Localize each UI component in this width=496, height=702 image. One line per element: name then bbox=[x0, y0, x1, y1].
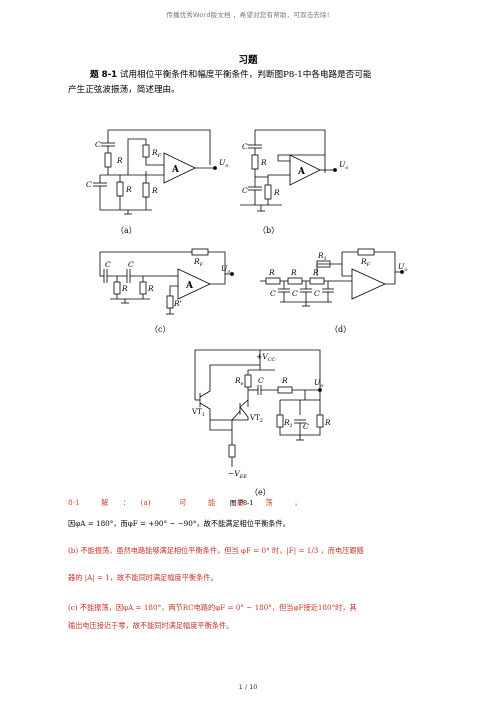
page-title: 习题 bbox=[238, 55, 258, 66]
circuit-d bbox=[260, 248, 404, 307]
problem-statement: 题 8-1 试用相位平衡条件和幅度平衡条件，判断图P8-1中各电路是否可能 产生… bbox=[68, 68, 432, 97]
circuit-d-C-1: C bbox=[270, 289, 276, 298]
circuit-d-Rf: RF bbox=[360, 257, 371, 268]
circuit-e-caption: （e） bbox=[250, 488, 271, 497]
circuit-d-R1: R1 bbox=[317, 251, 327, 262]
circuit-d-out: Uo bbox=[398, 262, 407, 273]
circuit-diagrams-cd: C C R R R' RF A Uo （c） R1 RF R R R C C C… bbox=[99, 248, 407, 334]
problem-text-line1: 试用相位平衡条件和幅度平衡条件，判断图P8-1中各电路是否可能 bbox=[119, 70, 372, 80]
circuit-e-R: R bbox=[281, 376, 288, 385]
circuit-b-C-bottom: C bbox=[242, 186, 248, 195]
circuit-a-R-ground: R bbox=[151, 186, 158, 195]
answer-a-body: 因φA = 180°，而φF = +90° ~ −90°，故不能满足相位平衡条件… bbox=[68, 519, 290, 528]
circuit-a-C-top: C bbox=[95, 140, 101, 149]
circuit-e-R1: R1 bbox=[283, 418, 293, 429]
page-number: 1 / 10 bbox=[238, 683, 258, 691]
circuit-c-caption: （c） bbox=[150, 325, 170, 334]
answer-b-line2: 器的 |A| = 1，故不能同时满足幅度平衡条件。 bbox=[68, 573, 218, 582]
circuit-a-C-bottom: C bbox=[86, 180, 92, 189]
circuit-e-vee: −VEE bbox=[228, 469, 247, 480]
circuit-e bbox=[194, 349, 324, 467]
problem-text-line2: 产生正弦波振荡，简述理由。 bbox=[68, 84, 180, 95]
circuit-b-amp: A bbox=[297, 167, 306, 177]
circuit-c-C-1: C bbox=[105, 260, 111, 269]
circuit-a-R-bottom: R bbox=[125, 185, 132, 194]
circuit-e-vcc: +VCC bbox=[256, 352, 276, 363]
problem-label: 题 8-1 bbox=[90, 70, 118, 80]
circuit-a-R-top: R bbox=[116, 156, 123, 165]
circuit-b-R-top: R bbox=[260, 158, 267, 167]
circuit-c-R-prime: R' bbox=[173, 299, 182, 308]
circuit-c-Rf: RF bbox=[193, 257, 204, 268]
circuit-d-R-2: R bbox=[290, 268, 297, 277]
circuit-d-C-2: C bbox=[292, 289, 298, 298]
circuit-e-Re: Re bbox=[234, 376, 244, 387]
circuit-d-C-3: C bbox=[314, 289, 320, 298]
circuit-d-R-1: R bbox=[268, 268, 275, 277]
circuit-b-C-top: C bbox=[242, 142, 248, 151]
circuit-e-vt1: VT1 bbox=[191, 408, 205, 418]
answer-c-line1: (c) 不能振荡，因φA = 180°，两节RC电路的φF = 0° ~ 180… bbox=[68, 603, 357, 612]
figure-label: 图 P8-1 bbox=[230, 499, 254, 507]
circuit-b-caption: （b） bbox=[258, 226, 279, 235]
circuit-b-R-bottom: R bbox=[273, 188, 280, 197]
circuit-d-caption: （d） bbox=[330, 325, 351, 334]
circuit-e-C: C bbox=[258, 376, 264, 385]
circuit-diagram-e: +VCC Re C R Uo VT1 VT2 R1 C R −VEE （e） bbox=[191, 349, 331, 497]
circuit-c-out: Uo bbox=[221, 264, 230, 275]
circuit-a bbox=[93, 129, 217, 215]
answer-a-head: 8-1 解 ： (a) 可 能 振 荡 ， bbox=[68, 498, 302, 507]
answer-b-line1: (b) 不能振荡，虽然电路能够满足相位平衡条件，但当 φF = 0° 时，|F|… bbox=[68, 546, 364, 555]
circuit-e-out: Uo bbox=[314, 378, 323, 389]
circuit-e-C-2: C bbox=[303, 422, 309, 431]
circuit-c-amp: A bbox=[185, 281, 194, 291]
page-header: 传播优秀Word版文档 ，希望对您有帮助，可双击去除! bbox=[166, 11, 330, 19]
circuit-a-out: Uo bbox=[219, 158, 228, 169]
circuit-a-Rf: RF bbox=[151, 148, 162, 159]
circuit-diagrams-ab: C R RF C R R A Uo （a） C R C R A Uo （b） bbox=[86, 129, 348, 235]
circuit-a-caption: （a） bbox=[116, 226, 137, 235]
circuit-e-R-2: R bbox=[324, 418, 331, 427]
circuit-a-amp: A bbox=[171, 165, 180, 175]
circuit-d-R-3: R bbox=[312, 268, 319, 277]
answer-c-line2: 输出电压接近于零，故不能同时满足幅度平衡条件。 bbox=[68, 621, 234, 630]
circuit-e-vt2: VT2 bbox=[249, 414, 263, 424]
circuit-b-out: Uo bbox=[339, 160, 348, 171]
circuit-b bbox=[240, 129, 337, 212]
circuit-c bbox=[99, 248, 234, 315]
circuit-c-R-2: R bbox=[147, 284, 154, 293]
circuit-c-R-1: R bbox=[121, 284, 128, 293]
circuit-c-C-2: C bbox=[128, 260, 134, 269]
